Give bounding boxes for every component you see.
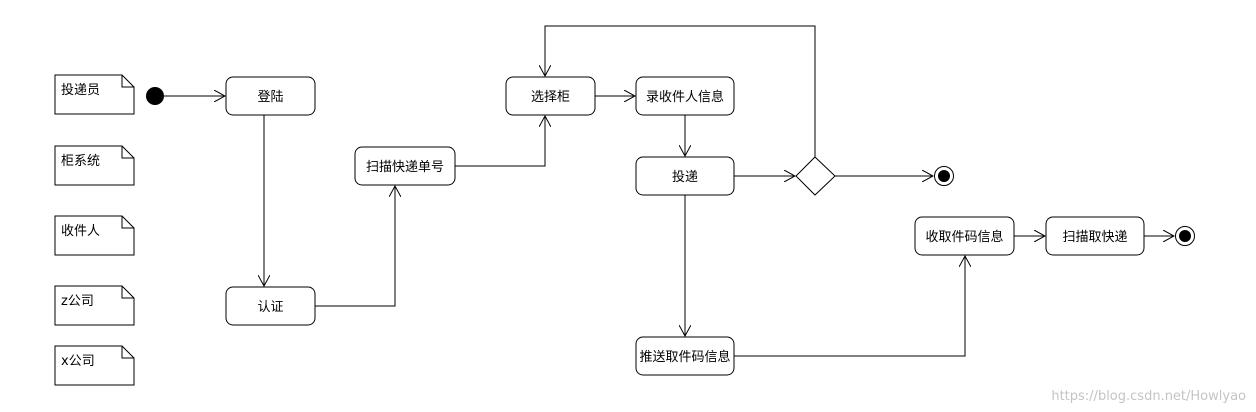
activity-choose-cabinet[interactable]: 选择柜 xyxy=(505,76,596,116)
note-z-company-label: z公司 xyxy=(61,294,94,309)
note-z-company: z公司 xyxy=(54,285,135,326)
activity-scan-tracking[interactable]: 扫描快递单号 xyxy=(354,146,456,186)
activity-auth-label: 认证 xyxy=(257,300,283,315)
activity-scan-pickup-label: 扫描取快递 xyxy=(1062,230,1127,245)
activity-push-pickup-code[interactable]: 推送取件码信息 xyxy=(635,336,735,376)
activity-receive-pickup-code-label: 收取件码信息 xyxy=(925,229,1003,245)
initial-node xyxy=(146,87,164,105)
decision-node xyxy=(795,156,836,196)
activity-scan-pickup[interactable]: 扫描取快递 xyxy=(1045,216,1145,256)
note-courier-label: 投递员 xyxy=(61,82,100,98)
activity-login-label: 登陆 xyxy=(257,89,283,105)
note-courier: 投递员 xyxy=(54,74,135,115)
note-x-company-label: x公司 xyxy=(61,354,95,369)
activity-choose-cabinet-label: 选择柜 xyxy=(531,90,570,105)
activity-deliver[interactable]: 投递 xyxy=(635,156,735,196)
note-x-company: x公司 xyxy=(54,345,135,386)
note-recipient-label: 收件人 xyxy=(61,224,100,239)
flow-scan-to-choose xyxy=(455,116,545,167)
flow-push-to-receive xyxy=(734,256,965,357)
activity-record-recipient-label: 录收件人信息 xyxy=(646,89,724,105)
final-node-1 xyxy=(934,166,954,186)
activity-receive-pickup-code[interactable]: 收取件码信息 xyxy=(914,216,1015,256)
flow-decision-loop-to-choose xyxy=(545,25,816,157)
flow-auth-to-scan xyxy=(315,186,395,307)
activity-scan-tracking-label: 扫描快递单号 xyxy=(366,160,444,175)
final-node-2 xyxy=(1175,226,1195,246)
note-recipient: 收件人 xyxy=(54,215,135,256)
activity-record-recipient[interactable]: 录收件人信息 xyxy=(635,76,735,116)
activity-deliver-label: 投递 xyxy=(672,169,698,185)
note-cabinet-system: 柜系统 xyxy=(54,145,135,186)
watermark: https://blog.csdn.net/Howlyao xyxy=(1051,389,1246,404)
activity-login[interactable]: 登陆 xyxy=(225,76,316,116)
activity-auth[interactable]: 认证 xyxy=(225,286,316,326)
activity-push-pickup-code-label: 推送取件码信息 xyxy=(639,349,730,365)
note-cabinet-system-label: 柜系统 xyxy=(61,154,100,169)
